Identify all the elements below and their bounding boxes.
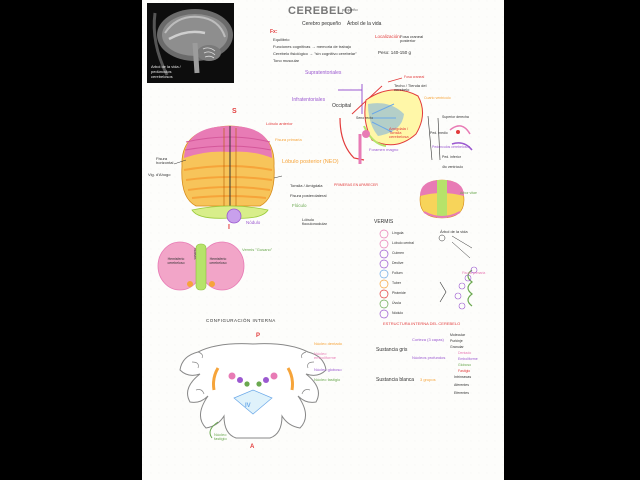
cuarto-label: Cuarto ventrículo [424, 97, 451, 101]
fibra-item: Intrínsecas [454, 376, 471, 380]
ventricle-label: 4to ventrículo [442, 166, 463, 170]
flocculo-label: Flóculo [292, 204, 307, 209]
fisura-primaria-small: Fisura primaria [462, 272, 485, 276]
hemisferio-izq-label: Hemisferio cerebeloso [166, 258, 186, 265]
nucleos-label: Núcleos profundos [412, 356, 445, 360]
lobulo-anterior-label: Lóbulo anterior [266, 122, 293, 126]
vermis-item: Úvula [392, 302, 401, 306]
marker-s: S [232, 108, 237, 115]
grupos-label: 3 grupos [420, 378, 436, 382]
title-note: pequeño [342, 8, 358, 12]
fisura-postero-label: Fisura posterolateral [290, 194, 326, 198]
vig-ahogo-label: Vig. d'Ahogo [148, 173, 171, 177]
iv-ventricle-label: IV [245, 403, 251, 409]
localizacion-label: Localización: [375, 35, 401, 40]
mri-caption: Arbol de la vida / pedúnculos cerebeloso… [151, 65, 191, 79]
sup-der-label: Superior derecha [442, 116, 469, 120]
fosa-craneal-label: Fosa craneal [404, 76, 424, 80]
nuc-item: Dentado [458, 352, 471, 356]
internal-configuration-diagram [178, 338, 328, 446]
pbm-label: Ped. medio [430, 132, 448, 136]
estructura-title: ESTRUCTURA INTERNA DEL CEREBELO [383, 322, 460, 326]
interna-title: CONFIGURACIÓN INTERNA [206, 319, 276, 324]
vermis-item: Declive [392, 262, 403, 266]
nuc-item: Globoso [458, 364, 471, 368]
capa-item: Granular [450, 346, 464, 350]
vermis-item: Tuber [392, 282, 401, 286]
vermis-vertical-label: VERMIS [193, 248, 196, 260]
primeras-label: PRIMERAS EN APARECER [334, 184, 378, 188]
funciones-label: Fx: [270, 30, 278, 35]
vermis-item: Lóbulo central [392, 242, 414, 246]
arbor-label: Arbor vitae [460, 192, 477, 196]
cerebellum-superior-diagram [172, 118, 282, 230]
nuc-item: Fastigio [458, 370, 470, 374]
nucleo-bottom-label: Núcleo fastigio [214, 433, 234, 441]
foramen-label: Foramen magno [369, 148, 398, 152]
vermis-item: Folium [392, 272, 403, 276]
vermis-item: Nódulo [392, 312, 403, 316]
funcion-item: Funciones cognitivas → memoria de trabaj… [273, 45, 351, 49]
vermis-item: Culmen [392, 252, 404, 256]
hemispheres-diagram [156, 236, 246, 298]
localizacion-value: Fosa craneal posterior [400, 35, 426, 43]
header-line: Cerebro pequeño [302, 22, 341, 27]
tentorio-label: Techo / Tienda del cerebelo [394, 84, 430, 92]
amigdala-label: Amígdala / Tonsila cerebelosa [389, 127, 421, 139]
vermis-list-bullets [378, 226, 392, 322]
funcion-item: Equilibrio [273, 38, 289, 42]
fisura-primaria-label: Fisura primaria [275, 138, 302, 142]
nucleo-fastigio-label: Núcleo fastigio [314, 378, 344, 382]
funcion-item: Cerebelo fisiológico → "sin cognitivo ce… [273, 52, 357, 56]
cerebellum-small-diagram [416, 176, 468, 222]
arbol-text: Árbol de la vida [347, 22, 381, 27]
peso-text: Peso: 140-150 g [378, 51, 411, 56]
funcion-item: Tono muscular [273, 59, 299, 63]
sustancia-gris-label: Sustancia gris [376, 348, 407, 353]
lobulo-floculo-label: Lóbulo floculonodular [302, 218, 336, 226]
vermis-list-title: VERMIS [374, 220, 393, 225]
vermis-item: Pirámide [392, 292, 406, 296]
vermis-caption: Vermis "Gusano" [242, 248, 272, 252]
nuc-item: Emboliforme [458, 358, 478, 362]
infratentorial-label: Infratentoriales [292, 98, 325, 103]
corteza-label: Corteza (3 capas) [412, 338, 444, 342]
pedunculos-label: Pedúnculos cerebelosos [432, 146, 470, 150]
inf-label: Ped. inferior [442, 156, 461, 160]
nodulo-label: Nódulo [246, 221, 260, 226]
fisura-horizontal-label: Fisura horizontal [156, 157, 174, 165]
hemisferio-der-label: Hemisferio cerebeloso [208, 258, 228, 265]
fibra-item: Aferentes [454, 384, 469, 388]
tonsila-label: Tonsila / Amígdala [290, 184, 322, 188]
capa-item: Purkinje [450, 340, 463, 344]
mri-sagittal-image: Arbol de la vida / pedúnculos cerebeloso… [147, 3, 234, 83]
nucleo-emboliforme-label: Núcleo emboliforme [314, 352, 344, 360]
nucleo-dentado-label: Núcleo dentado [314, 342, 342, 346]
lobulo-posterior-label: Lóbulo posterior (NEO) [282, 160, 339, 166]
arbol-vida-label: Árbol de la vida [440, 230, 468, 234]
seno-recto-label: Seno recto [356, 117, 373, 121]
fibra-item: Eferentes [454, 392, 469, 396]
nucleo-globoso-label: Núcleo globoso [314, 368, 342, 372]
vermis-item: Língula [392, 232, 403, 236]
notes-page: Arbol de la vida / pedúnculos cerebeloso… [142, 0, 504, 480]
sustancia-blanca-label: Sustancia blanca [376, 378, 414, 383]
capa-item: Molecular [450, 334, 465, 338]
